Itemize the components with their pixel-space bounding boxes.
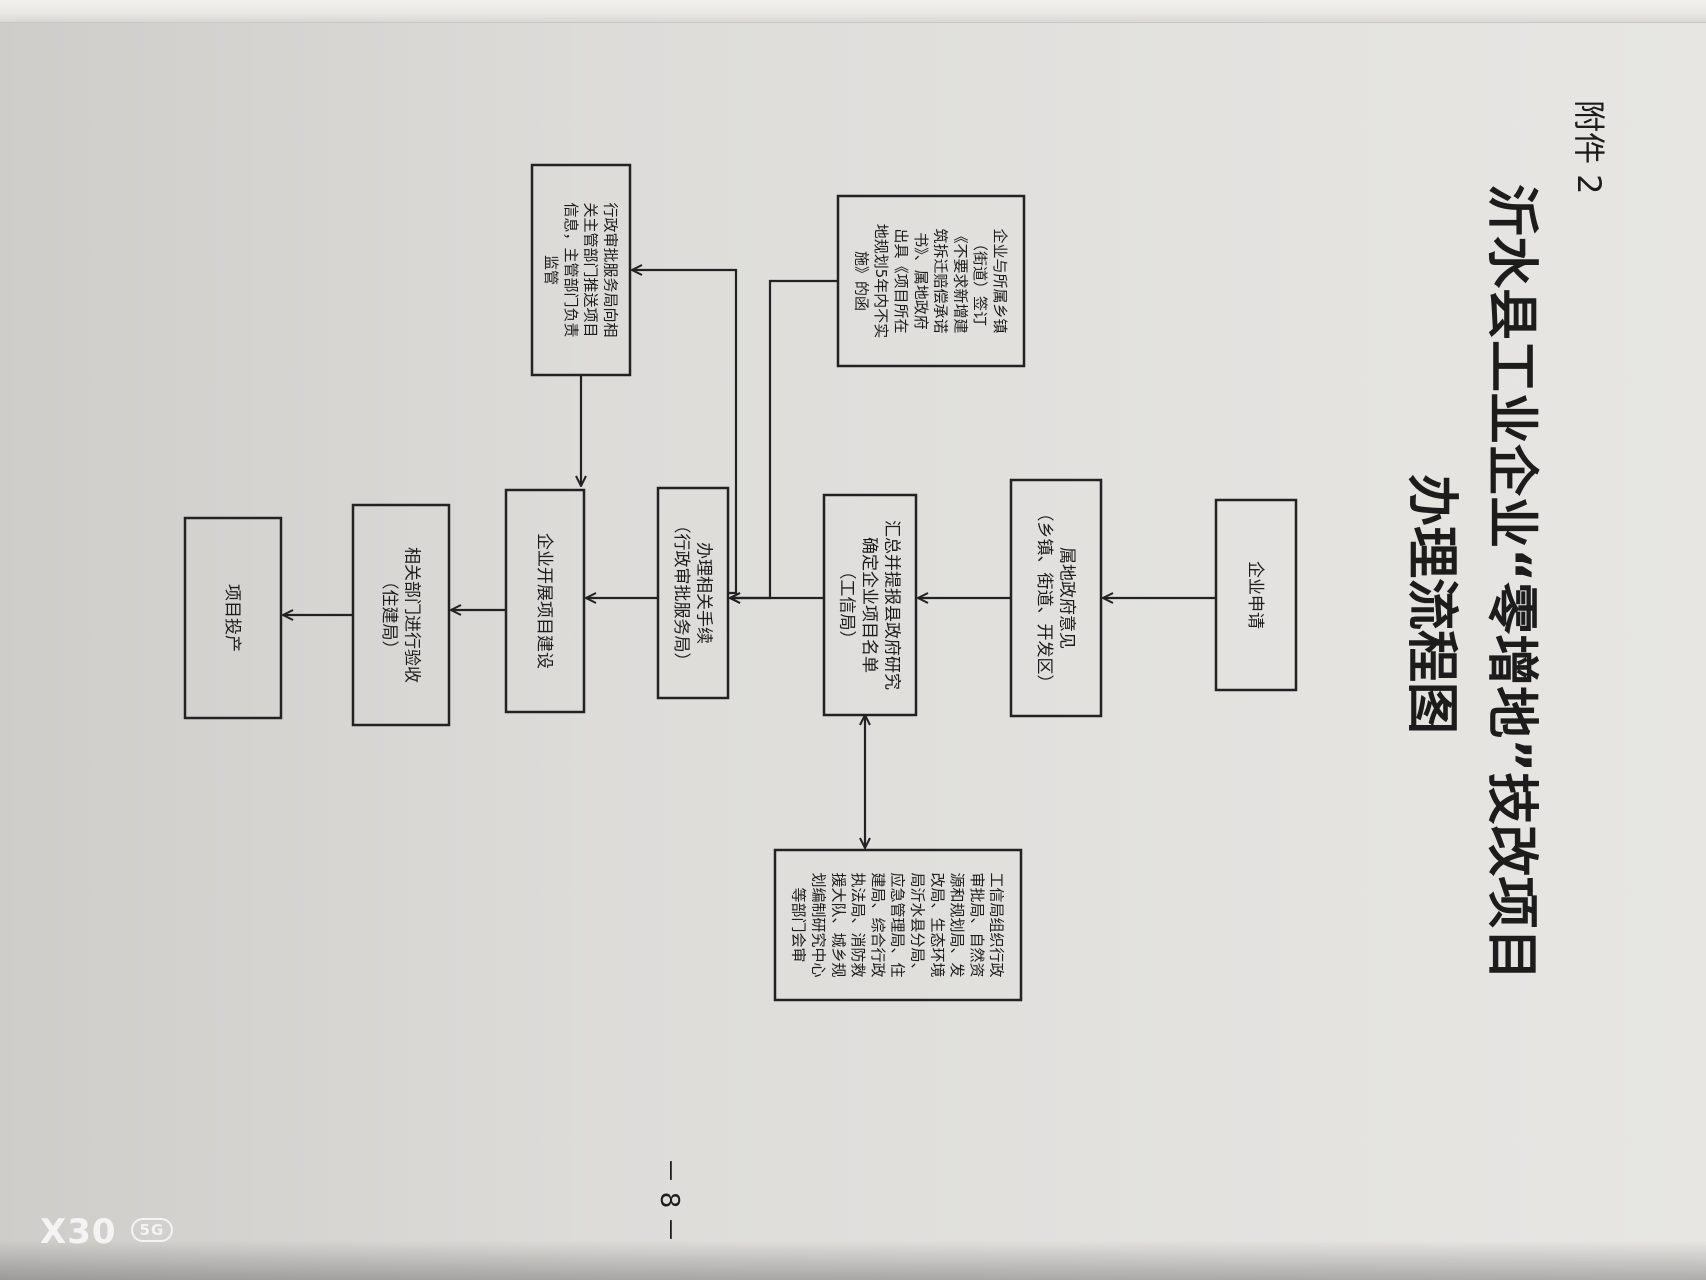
node-label-line: 行政审批服务局向相: [602, 202, 620, 337]
svg-text:项目投产: 项目投产: [222, 584, 242, 652]
node-label-line: 项目投产: [222, 584, 242, 652]
camera-watermark: X30 5G: [40, 1212, 174, 1252]
watermark-5g-badge: 5G: [130, 1217, 174, 1242]
node-label-line: 执法局、消防救: [849, 872, 867, 977]
node-label-line: 书》、属地政府: [912, 232, 930, 330]
node-procedures: 办理相关手续（行政审批服务局）: [656, 486, 730, 700]
node-label-line: （行政审批服务局）: [671, 517, 691, 670]
node-label-line: 《不要求新增建: [951, 228, 969, 333]
node-label-line: 源和规划局、发: [948, 872, 966, 977]
node-agreement: 企业与所属乡镇（街道）签订《不要求新增建筑拆迁赔偿承诺书》、属地政府出具《项目所…: [836, 194, 1026, 368]
node-production: 项目投产: [183, 516, 283, 720]
node-label-line: 援大队、城乡规: [829, 872, 847, 977]
node-label-line: 改局、生态环境: [928, 872, 946, 977]
node-label-line: （住建局）: [379, 573, 399, 658]
svg-text:汇总并提报县政府研究确定企业项目名单（工信局）: 汇总并提报县政府研究确定企业项目名单（工信局）: [837, 520, 902, 690]
node-label-line: 关主管部门推送项目: [582, 202, 600, 337]
node-label-line: （工信局）: [837, 563, 857, 648]
node-label-line: 确定企业项目名单: [859, 537, 879, 673]
arrow-agreement-to-procedures: [730, 279, 838, 598]
page-number: － 8 －: [654, 1157, 684, 1242]
node-label-line: 应急管理局、住: [889, 872, 907, 977]
node-label-line: 局沂水县分局、: [909, 872, 927, 977]
node-label-line: 办理相关手续: [693, 542, 713, 644]
node-label-line: 工信局组织行政: [988, 872, 1006, 977]
node-label-line: （乡镇、街道、开发区）: [1034, 505, 1054, 692]
node-label-line: 信息，主管部门负责: [562, 202, 580, 337]
node-label-line: 相关部门进行验收: [401, 547, 421, 683]
node-label-line: 施》的函: [852, 251, 870, 311]
node-label-line: 筑拆迁赔偿承诺: [932, 228, 950, 333]
node-label-line: 地规划5年内不实: [872, 224, 890, 339]
paper-top-edge: [0, 0, 1706, 23]
svg-text:行政审批服务局向相关主管部门推送项目信息，主管部门负责监管: 行政审批服务局向相关主管部门推送项目信息，主管部门负责监管: [542, 202, 620, 337]
node-label-line: 监管: [542, 255, 560, 285]
node-label-line: 企业申请: [1245, 561, 1265, 629]
node-local-government: 属地政府意见（乡镇、街道、开发区）: [1009, 478, 1103, 718]
svg-text:企业与所属乡镇（街道）签订《不要求新增建筑拆迁赔偿承诺书》、: 企业与所属乡镇（街道）签订《不要求新增建筑拆迁赔偿承诺书》、属地政府出具《项目所…: [852, 224, 1009, 339]
photo-shadow: [0, 1240, 1706, 1280]
title-line2: 办理流程图: [1401, 474, 1461, 734]
watermark-brand: X30: [40, 1212, 117, 1252]
svg-text:工信局组织行政审批局、自然资源和规划局、发改局、生态环境局沂: 工信局组织行政审批局、自然资源和规划局、发改局、生态环境局沂水县分局、应急管理局…: [790, 872, 1006, 977]
node-joint-review: 工信局组织行政审批局、自然资源和规划局、发改局、生态环境局沂水县分局、应急管理局…: [773, 848, 1023, 1002]
arrow-procedures-to-push-info: [632, 270, 738, 595]
node-label-line: （街道）签订: [971, 236, 989, 326]
attachment-label: 附件 2: [1570, 100, 1608, 195]
title-line1: 沂水县工业企业“零增地”技改项目: [1481, 184, 1541, 980]
node-label-line: 企业与所属乡镇: [991, 228, 1009, 333]
svg-text:相关部门进行验收（住建局）: 相关部门进行验收（住建局）: [379, 547, 422, 683]
node-label-line: 建局、综合行政: [869, 872, 887, 977]
svg-text:企业申请: 企业申请: [1245, 561, 1265, 629]
node-construction: 企业开展项目建设: [504, 488, 586, 714]
node-label-line: 出具《项目所在: [892, 228, 910, 333]
node-label-line: 属地政府意见: [1056, 547, 1076, 649]
node-push-info: 行政审批服务局向相关主管部门推送项目信息，主管部门负责监管: [530, 163, 632, 377]
svg-text:属地政府意见（乡镇、街道、开发区）: 属地政府意见（乡镇、街道、开发区）: [1034, 505, 1077, 692]
node-label-line: 等部门会审: [790, 887, 808, 962]
node-apply: 企业申请: [1214, 498, 1298, 692]
svg-text:企业开展项目建设: 企业开展项目建设: [534, 533, 554, 669]
node-label-line: 汇总并提报县政府研究: [882, 520, 902, 690]
node-acceptance: 相关部门进行验收（住建局）: [351, 503, 451, 727]
svg-text:办理相关手续（行政审批服务局）: 办理相关手续（行政审批服务局）: [671, 517, 713, 670]
node-label-line: 审批局、自然资: [968, 872, 986, 977]
node-summary: 汇总并提报县政府研究确定企业项目名单（工信局）: [822, 493, 918, 717]
node-label-line: 划编制研究中心: [810, 872, 828, 977]
node-label-line: 企业开展项目建设: [534, 533, 554, 669]
